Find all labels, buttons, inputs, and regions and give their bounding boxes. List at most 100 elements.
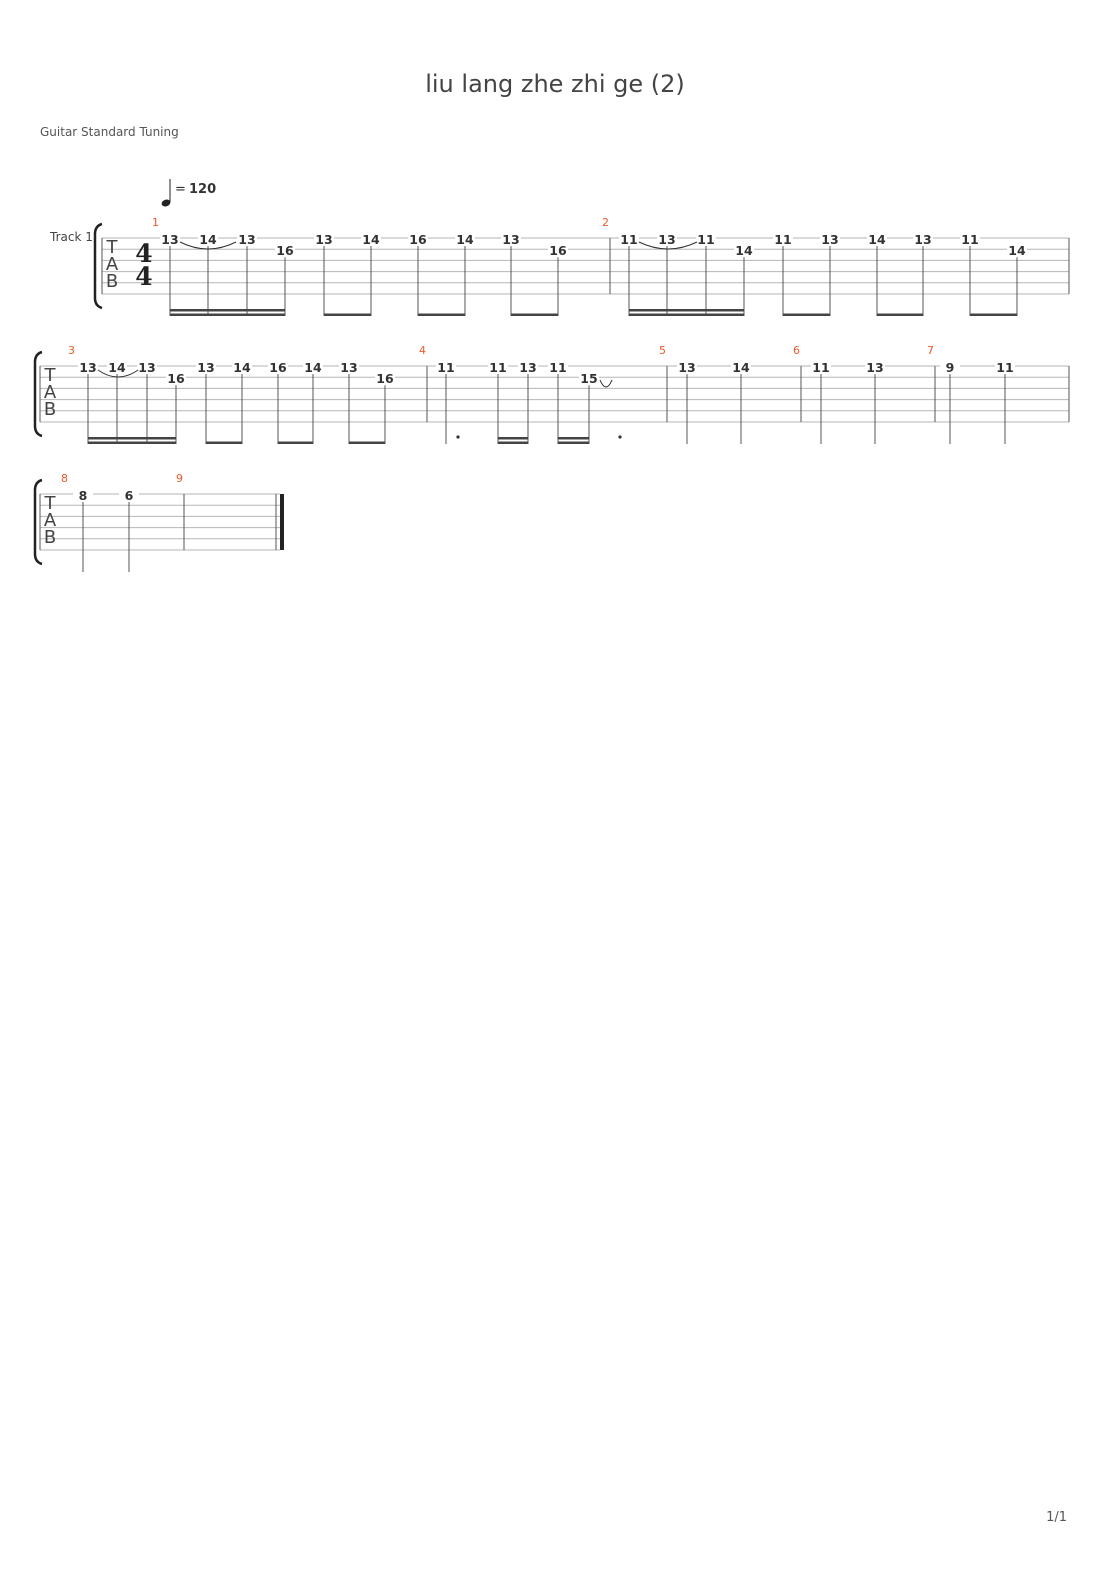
fret-number: 13 bbox=[914, 232, 931, 247]
fret-number: 14 bbox=[1008, 243, 1026, 258]
fret-number: 8 bbox=[79, 488, 88, 503]
tempo-value: 120 bbox=[189, 182, 216, 197]
tab-clef-b: B bbox=[44, 399, 56, 420]
fret-number: 16 bbox=[276, 243, 294, 258]
fret-number: 13 bbox=[519, 360, 536, 375]
fret-mask bbox=[455, 232, 475, 245]
fret-number: 16 bbox=[549, 243, 567, 258]
beam bbox=[498, 441, 528, 444]
fret-mask bbox=[166, 371, 186, 385]
tuning-label: Guitar Standard Tuning bbox=[40, 125, 179, 139]
beam bbox=[170, 309, 285, 312]
beam bbox=[783, 313, 830, 316]
fret-number: 11 bbox=[549, 360, 566, 375]
fret-number: 11 bbox=[437, 360, 454, 375]
fret-mask bbox=[436, 360, 456, 373]
measure-number: 8 bbox=[61, 472, 68, 485]
fret-mask bbox=[773, 232, 793, 245]
fret-mask bbox=[696, 232, 716, 245]
fret-mask bbox=[375, 371, 395, 385]
score-title: liu lang zhe zhi ge (2) bbox=[425, 70, 685, 98]
tab-clef-b: B bbox=[106, 271, 118, 292]
fret-mask bbox=[820, 232, 840, 245]
beam bbox=[278, 441, 313, 444]
fret-number: 15 bbox=[580, 371, 597, 386]
fret-number: 16 bbox=[269, 360, 287, 375]
fret-mask bbox=[811, 360, 831, 373]
fret-number: 14 bbox=[735, 243, 753, 258]
tab-clef-a: A bbox=[44, 382, 57, 403]
fret-mask bbox=[501, 232, 521, 245]
measure-number: 3 bbox=[68, 344, 75, 357]
fret-mask bbox=[107, 360, 127, 373]
fret-mask bbox=[865, 360, 885, 373]
time-signature-bottom: 4 bbox=[135, 262, 152, 291]
dot-icon bbox=[456, 435, 460, 439]
beam bbox=[877, 313, 923, 316]
fret-mask bbox=[73, 488, 93, 501]
fret-number: 6 bbox=[125, 488, 134, 503]
fret-mask bbox=[995, 360, 1015, 373]
fret-number: 13 bbox=[161, 232, 178, 247]
beam bbox=[88, 437, 176, 440]
tempo-equals: = bbox=[175, 182, 186, 197]
tab-clef-a: A bbox=[44, 510, 57, 531]
quarter-note-icon bbox=[161, 199, 171, 207]
beam bbox=[970, 313, 1017, 316]
fret-mask bbox=[198, 232, 218, 245]
fret-number: 16 bbox=[167, 371, 185, 386]
beam bbox=[558, 441, 589, 444]
beam bbox=[418, 313, 465, 316]
beam bbox=[629, 309, 744, 312]
page-number: 1/1 bbox=[1046, 1510, 1067, 1525]
fret-number: 11 bbox=[812, 360, 829, 375]
fret-mask bbox=[960, 232, 980, 245]
tie-arc bbox=[599, 379, 613, 388]
fret-mask bbox=[940, 360, 960, 373]
fret-number: 13 bbox=[315, 232, 332, 247]
fret-number: 11 bbox=[620, 232, 637, 247]
beam bbox=[498, 437, 528, 440]
fret-mask bbox=[548, 243, 568, 257]
hammer-on-slur bbox=[179, 241, 237, 250]
fret-mask bbox=[488, 360, 508, 373]
fret-mask bbox=[361, 232, 381, 245]
fret-number: 13 bbox=[658, 232, 675, 247]
fret-number: 14 bbox=[108, 360, 126, 375]
fret-mask bbox=[731, 360, 751, 373]
fret-number: 14 bbox=[732, 360, 750, 375]
time-signature-top: 4 bbox=[135, 239, 152, 268]
fret-number: 14 bbox=[362, 232, 380, 247]
fret-mask bbox=[657, 232, 677, 245]
fret-mask bbox=[268, 360, 288, 373]
fret-number: 11 bbox=[489, 360, 506, 375]
measure-number: 7 bbox=[927, 344, 934, 357]
system-bracket bbox=[33, 350, 43, 438]
fret-number: 13 bbox=[238, 232, 255, 247]
system-bracket bbox=[93, 222, 103, 310]
fret-mask bbox=[677, 360, 697, 373]
dot-icon bbox=[618, 435, 622, 439]
fret-number: 13 bbox=[79, 360, 96, 375]
fret-mask bbox=[119, 488, 139, 501]
fret-number: 11 bbox=[996, 360, 1013, 375]
fret-mask bbox=[619, 232, 639, 245]
fret-mask bbox=[548, 360, 568, 373]
fret-mask bbox=[160, 232, 180, 245]
measure-number: 4 bbox=[419, 344, 426, 357]
fret-mask bbox=[78, 360, 98, 373]
beam bbox=[324, 313, 371, 316]
fret-mask bbox=[314, 232, 334, 245]
fret-mask bbox=[196, 360, 216, 373]
fret-mask bbox=[303, 360, 323, 373]
fret-number: 13 bbox=[340, 360, 357, 375]
track-name: Track 1 bbox=[49, 230, 93, 244]
measure-number: 1 bbox=[152, 216, 159, 229]
fret-mask bbox=[913, 232, 933, 245]
hammer-on-slur bbox=[638, 241, 698, 250]
final-thick-barline bbox=[280, 494, 284, 550]
fret-number: 14 bbox=[199, 232, 217, 247]
tab-clef-b: B bbox=[44, 527, 56, 548]
fret-number: 14 bbox=[304, 360, 322, 375]
